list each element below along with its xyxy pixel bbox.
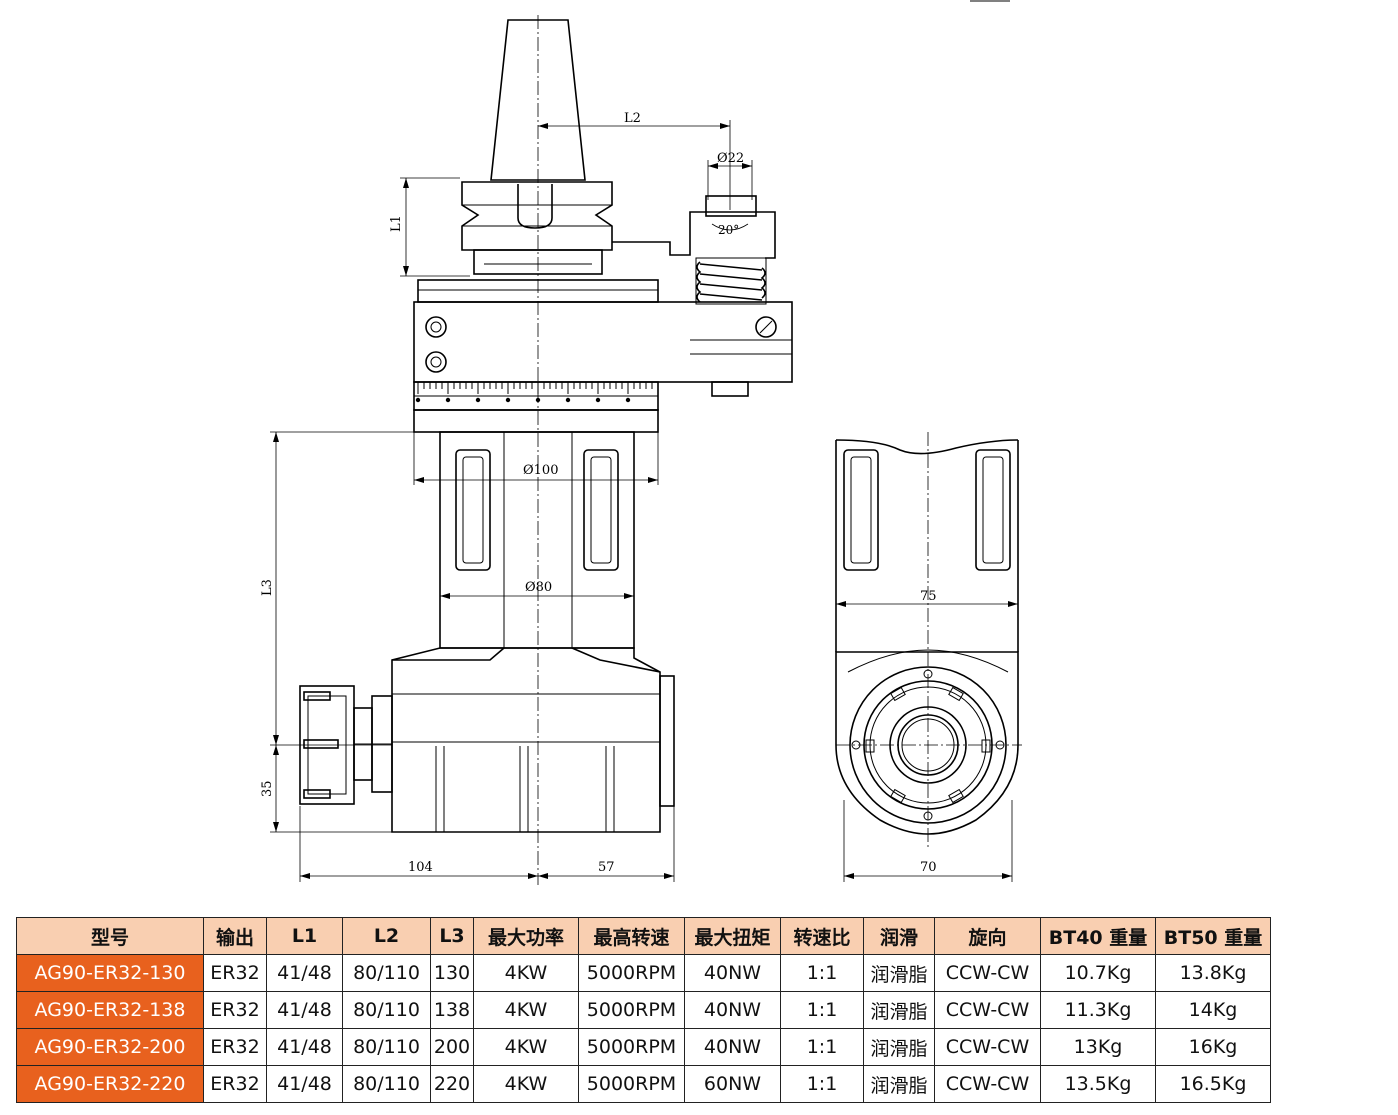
header-cell: L2 — [342, 917, 431, 955]
dim-70-label: 70 — [920, 860, 937, 875]
header-cell: 型号 — [16, 917, 204, 955]
table-cell: 40NW — [684, 1028, 781, 1066]
table-cell: 5000RPM — [578, 1065, 685, 1103]
table-cell: 41/48 — [266, 954, 343, 992]
table-cell: 80/110 — [342, 954, 431, 992]
header-cell: 输出 — [203, 917, 267, 955]
table-cell: 5000RPM — [578, 1028, 685, 1066]
table-header-row: 型号 输出 L1 L2 L3 最大功率 最高转速 最大扭矩 转速比 润滑 旋向 … — [16, 917, 1271, 955]
dim-57-label: 57 — [598, 860, 615, 875]
table-cell: ER32 — [203, 1028, 267, 1066]
table-cell: 41/48 — [266, 991, 343, 1029]
scale-ring — [413, 381, 659, 411]
table-cell: 1:1 — [780, 1028, 864, 1066]
table-cell: 16Kg — [1155, 1028, 1271, 1066]
table-cell: 5000RPM — [578, 991, 685, 1029]
table-cell: 80/110 — [342, 991, 431, 1029]
header-cell: 润滑 — [863, 917, 935, 955]
header-cell: 最大扭矩 — [684, 917, 781, 955]
dim-dia22-label: Ø22 — [717, 151, 744, 166]
dim-dia80-label: Ø80 — [525, 580, 552, 595]
header-cell: 旋向 — [934, 917, 1041, 955]
table-cell: 220 — [430, 1065, 474, 1103]
table-cell: 14Kg — [1155, 991, 1271, 1029]
table-cell: 16.5Kg — [1155, 1065, 1271, 1103]
table-cell: 润滑脂 — [863, 954, 935, 992]
table-cell: 润滑脂 — [863, 1028, 935, 1066]
table-cell: 润滑脂 — [863, 991, 935, 1029]
table-cell: 138 — [430, 991, 474, 1029]
table-cell: ER32 — [203, 991, 267, 1029]
model-cell: AG90-ER32-130 — [16, 954, 204, 992]
table-cell: 80/110 — [342, 1065, 431, 1103]
header-cell: BT40 重量 — [1040, 917, 1156, 955]
model-cell: AG90-ER32-220 — [16, 1065, 204, 1103]
table-cell: 40NW — [684, 991, 781, 1029]
table-cell: 5000RPM — [578, 954, 685, 992]
table-cell: CCW-CW — [934, 1065, 1041, 1103]
table-cell: 4KW — [473, 1065, 579, 1103]
dim-l2-label: L2 — [624, 111, 641, 126]
table-cell: 41/48 — [266, 1028, 343, 1066]
table-cell: 13.5Kg — [1040, 1065, 1156, 1103]
model-cell: AG90-ER32-138 — [16, 991, 204, 1029]
table-cell: ER32 — [203, 954, 267, 992]
table-cell: 10.7Kg — [1040, 954, 1156, 992]
dim-104-label: 104 — [408, 860, 433, 875]
dim-angle20-label: 20° — [718, 223, 739, 237]
spec-table: 型号 输出 L1 L2 L3 最大功率 最高转速 最大扭矩 转速比 润滑 旋向 … — [16, 917, 1271, 1103]
model-cell: AG90-ER32-200 — [16, 1028, 204, 1066]
table-cell: CCW-CW — [934, 991, 1041, 1029]
table-cell: 1:1 — [780, 954, 864, 992]
table-cell: 40NW — [684, 954, 781, 992]
header-cell: L3 — [430, 917, 474, 955]
table-cell: 41/48 — [266, 1065, 343, 1103]
dim-dia100-label: Ø100 — [523, 463, 558, 478]
technical-drawing: Ø100 Ø80 L1 L2 — [260, 0, 1022, 885]
table-cell: CCW-CW — [934, 954, 1041, 992]
table-cell: CCW-CW — [934, 1028, 1041, 1066]
header-cell: BT50 重量 — [1155, 917, 1271, 955]
table-cell: ER32 — [203, 1065, 267, 1103]
table-cell: 60NW — [684, 1065, 781, 1103]
dim-l3-label: L3 — [260, 579, 275, 596]
table-cell: 润滑脂 — [863, 1065, 935, 1103]
table-cell: 1:1 — [780, 991, 864, 1029]
header-cell: L1 — [266, 917, 343, 955]
header-cell: 最高转速 — [578, 917, 685, 955]
spring — [695, 257, 767, 305]
dim-75-label: 75 — [920, 589, 937, 604]
table-cell: 80/110 — [342, 1028, 431, 1066]
table-cell: 4KW — [473, 991, 579, 1029]
table-cell: 4KW — [473, 1028, 579, 1066]
table-cell: 13Kg — [1040, 1028, 1156, 1066]
table-cell: 13.8Kg — [1155, 954, 1271, 992]
header-cell: 最大功率 — [473, 917, 579, 955]
table-cell: 4KW — [473, 954, 579, 992]
table-cell: 130 — [430, 954, 474, 992]
table-cell: 1:1 — [780, 1065, 864, 1103]
table-cell: 11.3Kg — [1040, 991, 1156, 1029]
header-cell: 转速比 — [780, 917, 864, 955]
table-cell: 200 — [430, 1028, 474, 1066]
front-view: Ø100 Ø80 L1 L2 — [260, 15, 793, 885]
side-view: 75 70 — [835, 432, 1022, 882]
dim-l1-label: L1 — [389, 215, 404, 232]
dim-35-label: 35 — [260, 780, 275, 797]
